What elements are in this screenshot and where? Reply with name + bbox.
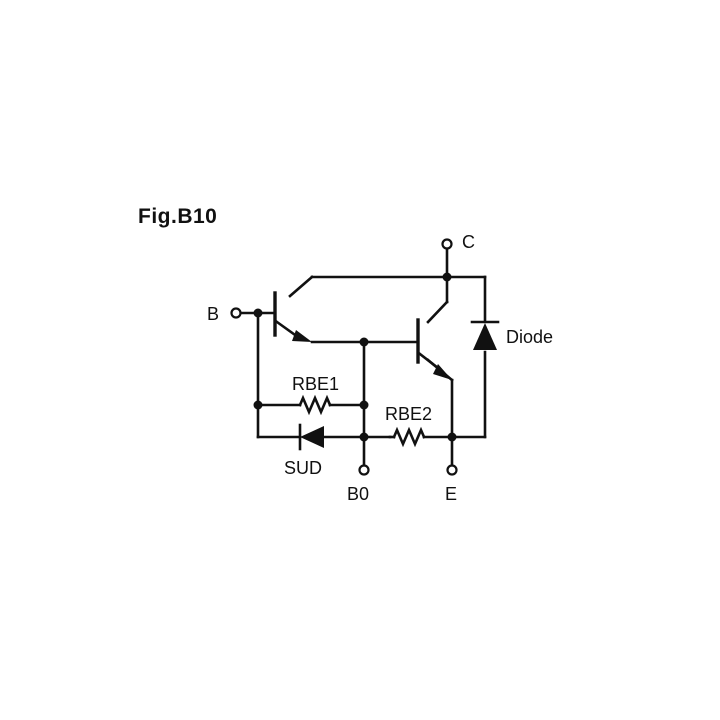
label-terminal-c: C xyxy=(462,232,475,252)
resistor-rbe1 xyxy=(298,394,332,416)
junction-dot xyxy=(359,337,369,347)
terminals xyxy=(230,238,458,476)
terminal-b xyxy=(230,307,242,319)
junction-dot xyxy=(359,432,369,442)
label-rbe1: RBE1 xyxy=(292,374,339,394)
junction-dot xyxy=(253,400,263,410)
junction-dot xyxy=(359,400,369,410)
junction-dot xyxy=(442,272,452,282)
terminal-e xyxy=(446,464,458,476)
terminal-b0 xyxy=(358,464,370,476)
label-rbe2: RBE2 xyxy=(385,404,432,424)
junction-dot xyxy=(447,432,457,442)
wire-q2-collector-diag xyxy=(426,300,449,324)
label-terminal-b: B xyxy=(207,304,219,324)
transistor-q1 xyxy=(273,291,312,342)
label-terminal-e: E xyxy=(445,484,457,504)
q2-emitter-arrow xyxy=(433,364,452,380)
figure-title: Fig.B10 xyxy=(138,205,218,228)
q2-emitter-lead xyxy=(418,352,440,370)
diode-sud xyxy=(298,423,324,451)
diode-right xyxy=(470,320,500,350)
transistor-q2 xyxy=(416,318,452,380)
right-diode-triangle xyxy=(473,323,497,350)
wire-q1-collector-diag xyxy=(288,275,314,298)
label-terminal-b0: B0 xyxy=(347,484,369,504)
junction-dots xyxy=(253,272,457,442)
q1-emitter-arrow xyxy=(292,330,312,342)
label-sud: SUD xyxy=(284,458,322,478)
sud-diode-triangle xyxy=(300,426,324,448)
junction-dot xyxy=(253,308,263,318)
label-diode: Diode xyxy=(506,327,553,347)
resistor-rbe2 xyxy=(392,426,426,448)
terminal-c xyxy=(441,238,453,250)
